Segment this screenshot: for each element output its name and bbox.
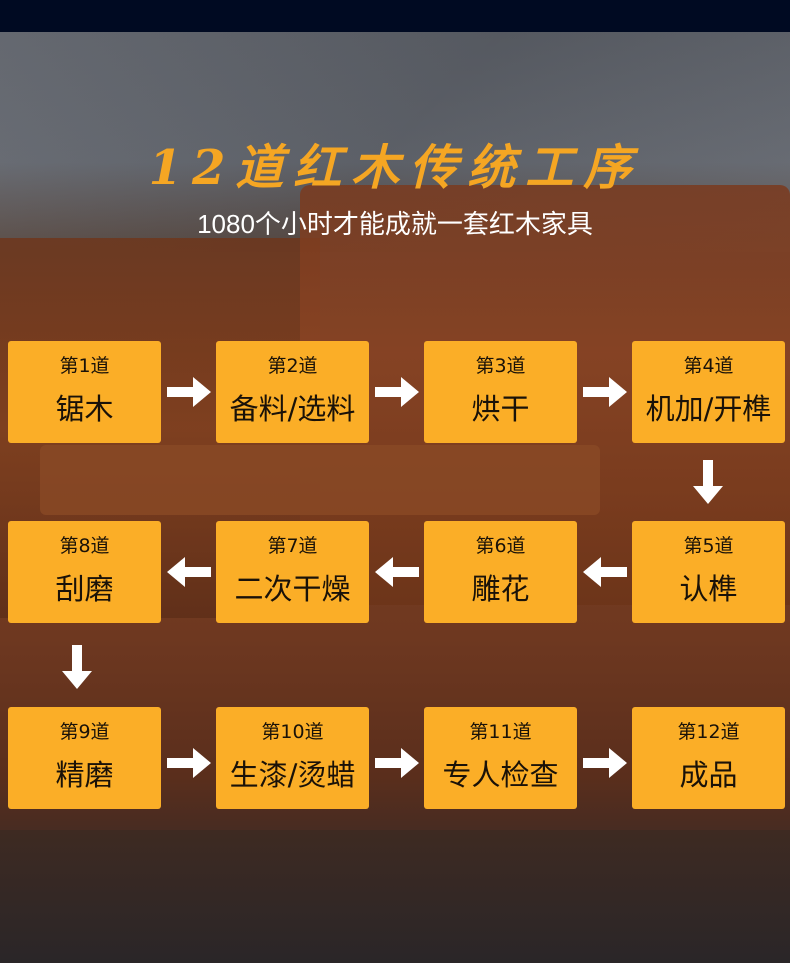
step-number: 第11道 — [469, 721, 532, 743]
step-number: 第8道 — [59, 535, 110, 557]
page-title: 12道红木传统工序 — [148, 140, 642, 196]
step-card-8: 第8道刮磨 — [8, 521, 161, 623]
arrow-right-icon — [167, 377, 211, 407]
tea-table-image — [40, 445, 600, 515]
step-name: 机加/开榫 — [645, 392, 772, 426]
step-name: 二次干燥 — [234, 572, 351, 606]
arrow-down-icon — [62, 645, 92, 689]
step-card-2: 第2道备料/选料 — [216, 341, 369, 443]
step-number: 第6道 — [475, 535, 526, 557]
step-number: 第12道 — [677, 721, 740, 743]
arrow-left-icon — [375, 557, 419, 587]
arrow-right-icon — [583, 377, 627, 407]
arrow-left-icon — [583, 557, 627, 587]
arrow-right-icon — [167, 748, 211, 778]
step-card-10: 第10道生漆/烫蜡 — [216, 707, 369, 809]
step-name: 成品 — [679, 758, 738, 792]
arrow-left-icon — [167, 557, 211, 587]
step-number: 第10道 — [261, 721, 324, 743]
step-card-7: 第7道二次干燥 — [216, 521, 369, 623]
step-card-6: 第6道雕花 — [424, 521, 577, 623]
step-card-12: 第12道成品 — [632, 707, 785, 809]
step-name: 专人检查 — [442, 758, 559, 792]
step-number: 第2道 — [267, 355, 318, 377]
step-number: 第4道 — [683, 355, 734, 377]
step-card-1: 第1道锯木 — [8, 341, 161, 443]
step-card-5: 第5道认榫 — [632, 521, 785, 623]
arrow-down-icon — [693, 460, 723, 504]
step-name: 精磨 — [55, 758, 114, 792]
step-number: 第9道 — [59, 721, 110, 743]
arrow-right-icon — [583, 748, 627, 778]
step-name: 烘干 — [471, 392, 530, 426]
step-name: 刮磨 — [55, 572, 114, 606]
top-bar — [0, 0, 790, 32]
step-number: 第1道 — [59, 355, 110, 377]
step-number: 第3道 — [475, 355, 526, 377]
step-name: 生漆/烫蜡 — [229, 758, 356, 792]
step-number: 第7道 — [267, 535, 318, 557]
step-card-3: 第3道烘干 — [424, 341, 577, 443]
step-name: 认榫 — [679, 572, 738, 606]
step-name: 雕花 — [471, 572, 530, 606]
step-card-9: 第9道精磨 — [8, 707, 161, 809]
step-name: 锯木 — [55, 392, 114, 426]
step-card-4: 第4道机加/开榫 — [632, 341, 785, 443]
subtitle: 1080个小时才能成就一套红木家具 — [197, 209, 593, 239]
step-number: 第5道 — [683, 535, 734, 557]
step-card-11: 第11道专人检查 — [424, 707, 577, 809]
step-name: 备料/选料 — [229, 392, 356, 426]
arrow-right-icon — [375, 377, 419, 407]
floor — [0, 830, 790, 963]
arrow-right-icon — [375, 748, 419, 778]
